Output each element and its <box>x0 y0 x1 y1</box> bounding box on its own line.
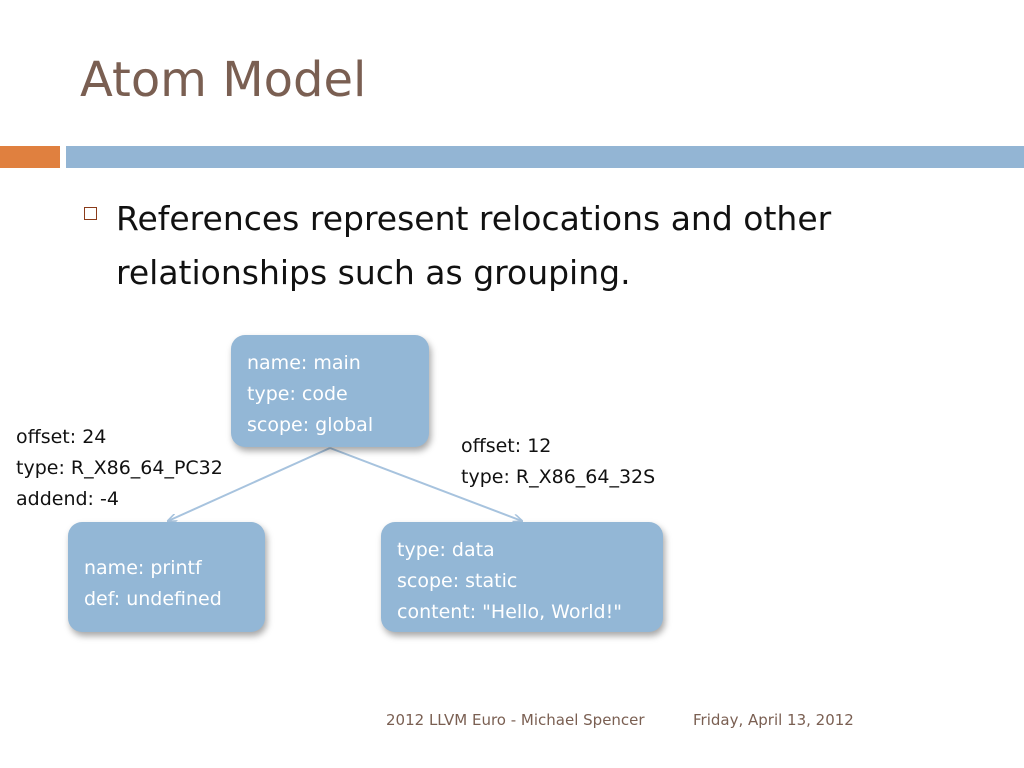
node-printf-def: def: undefined <box>84 588 222 610</box>
node-main-type: type: code <box>247 383 348 405</box>
node-data-scope: scope: static <box>397 570 518 592</box>
footer-date: Friday, April 13, 2012 <box>693 711 854 729</box>
node-data: type: data scope: static content: "Hello… <box>381 522 663 632</box>
edge-label-printf-type: type: R_X86_64_PC32 <box>16 457 223 479</box>
node-main-scope: scope: global <box>247 414 374 436</box>
node-data-type: type: data <box>397 539 495 561</box>
node-printf-name: name: printf <box>84 557 202 579</box>
edge-label-data: offset: 12 type: R_X86_64_32S <box>461 431 655 493</box>
square-bullet-icon <box>84 207 97 220</box>
node-printf: name: printf def: undefined <box>68 522 265 632</box>
node-main: name: main type: code scope: global <box>231 335 429 447</box>
footer-event: 2012 LLVM Euro - Michael Spencer <box>386 711 645 729</box>
edge-label-printf: offset: 24 type: R_X86_64_PC32 addend: -… <box>16 422 223 515</box>
slide-title: Atom Model <box>80 52 367 108</box>
node-data-content: content: "Hello, World!" <box>397 601 622 623</box>
edge-label-data-offset: offset: 12 <box>461 435 552 457</box>
bullet-text: References represent relocations and oth… <box>116 199 832 292</box>
edge-label-data-type: type: R_X86_64_32S <box>461 466 656 488</box>
accent-bar-blue <box>66 146 1024 168</box>
edge-label-printf-offset: offset: 24 <box>16 426 107 448</box>
node-main-name: name: main <box>247 352 361 374</box>
edge-label-printf-addend: addend: -4 <box>16 488 119 510</box>
accent-bar-orange <box>0 146 60 168</box>
